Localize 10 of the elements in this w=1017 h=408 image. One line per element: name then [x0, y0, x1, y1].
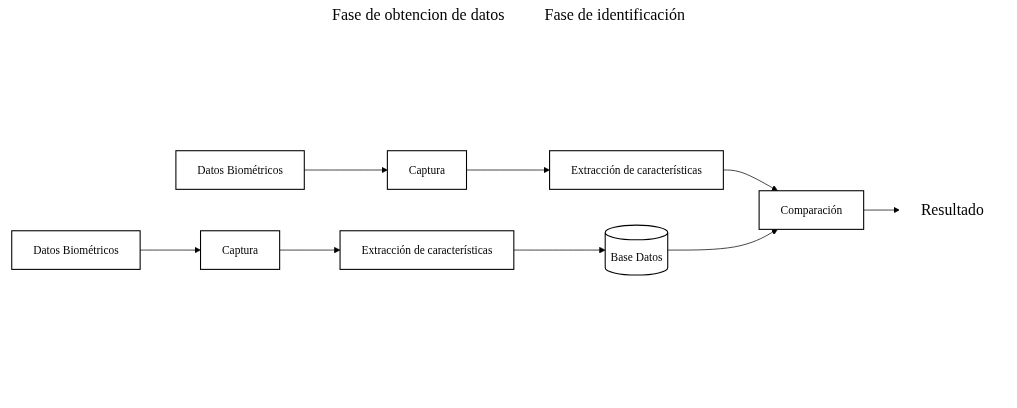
node-box: Comparación [758, 190, 865, 230]
node-box: Extracción de características [549, 150, 724, 190]
node-box: Extracción de características [339, 230, 515, 271]
node-box: Datos Biométricos [11, 230, 141, 271]
phase-heading: Fase de obtencion de datos [332, 6, 505, 24]
node-box: Captura [386, 150, 468, 190]
phase-heading: Fase de identificación [544, 6, 685, 24]
node-box: Captura [200, 230, 281, 271]
node-box: Datos Biométricos [175, 150, 305, 190]
node-text: Resultado [920, 201, 984, 220]
